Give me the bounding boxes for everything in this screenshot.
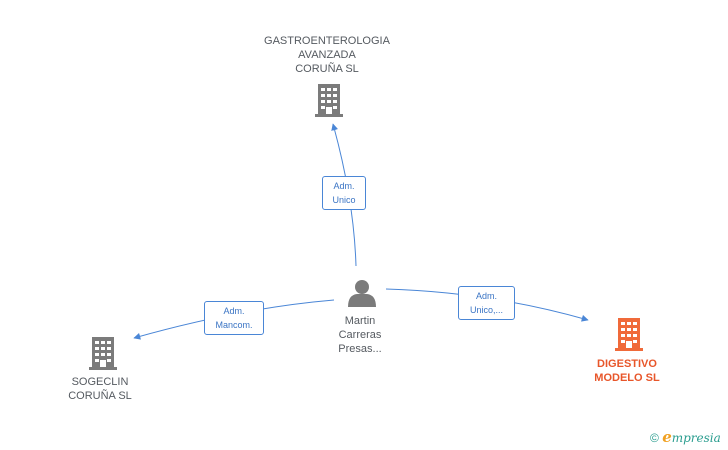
company-name-digestivo[interactable]: DIGESTIVO MODELO SL [594, 358, 660, 384]
company-name-gastro[interactable]: GASTROENTEROLOGIA AVANZADA CORUÑA SL [264, 35, 390, 75]
company-name-sogeclin[interactable]: SOGECLIN CORUÑA SL [68, 376, 132, 402]
brand-initial: e [662, 428, 672, 446]
person-icon[interactable] [348, 280, 376, 307]
person-name[interactable]: Martin Carreras Presas... [338, 315, 382, 355]
edge-label-to-sogeclin: Adm. Mancom. [204, 301, 264, 335]
brand-logo: © empresia [650, 428, 721, 446]
brand-name: mpresia [671, 431, 721, 445]
building-icon[interactable] [89, 337, 117, 370]
building-icon[interactable] [315, 84, 343, 117]
copyright-symbol: © [650, 431, 659, 445]
edge-label-to-digestivo: Adm. Unico,... [458, 286, 515, 320]
building-icon-highlighted[interactable] [615, 318, 643, 351]
edge-label-to-gastro: Adm. Unico [322, 176, 366, 210]
